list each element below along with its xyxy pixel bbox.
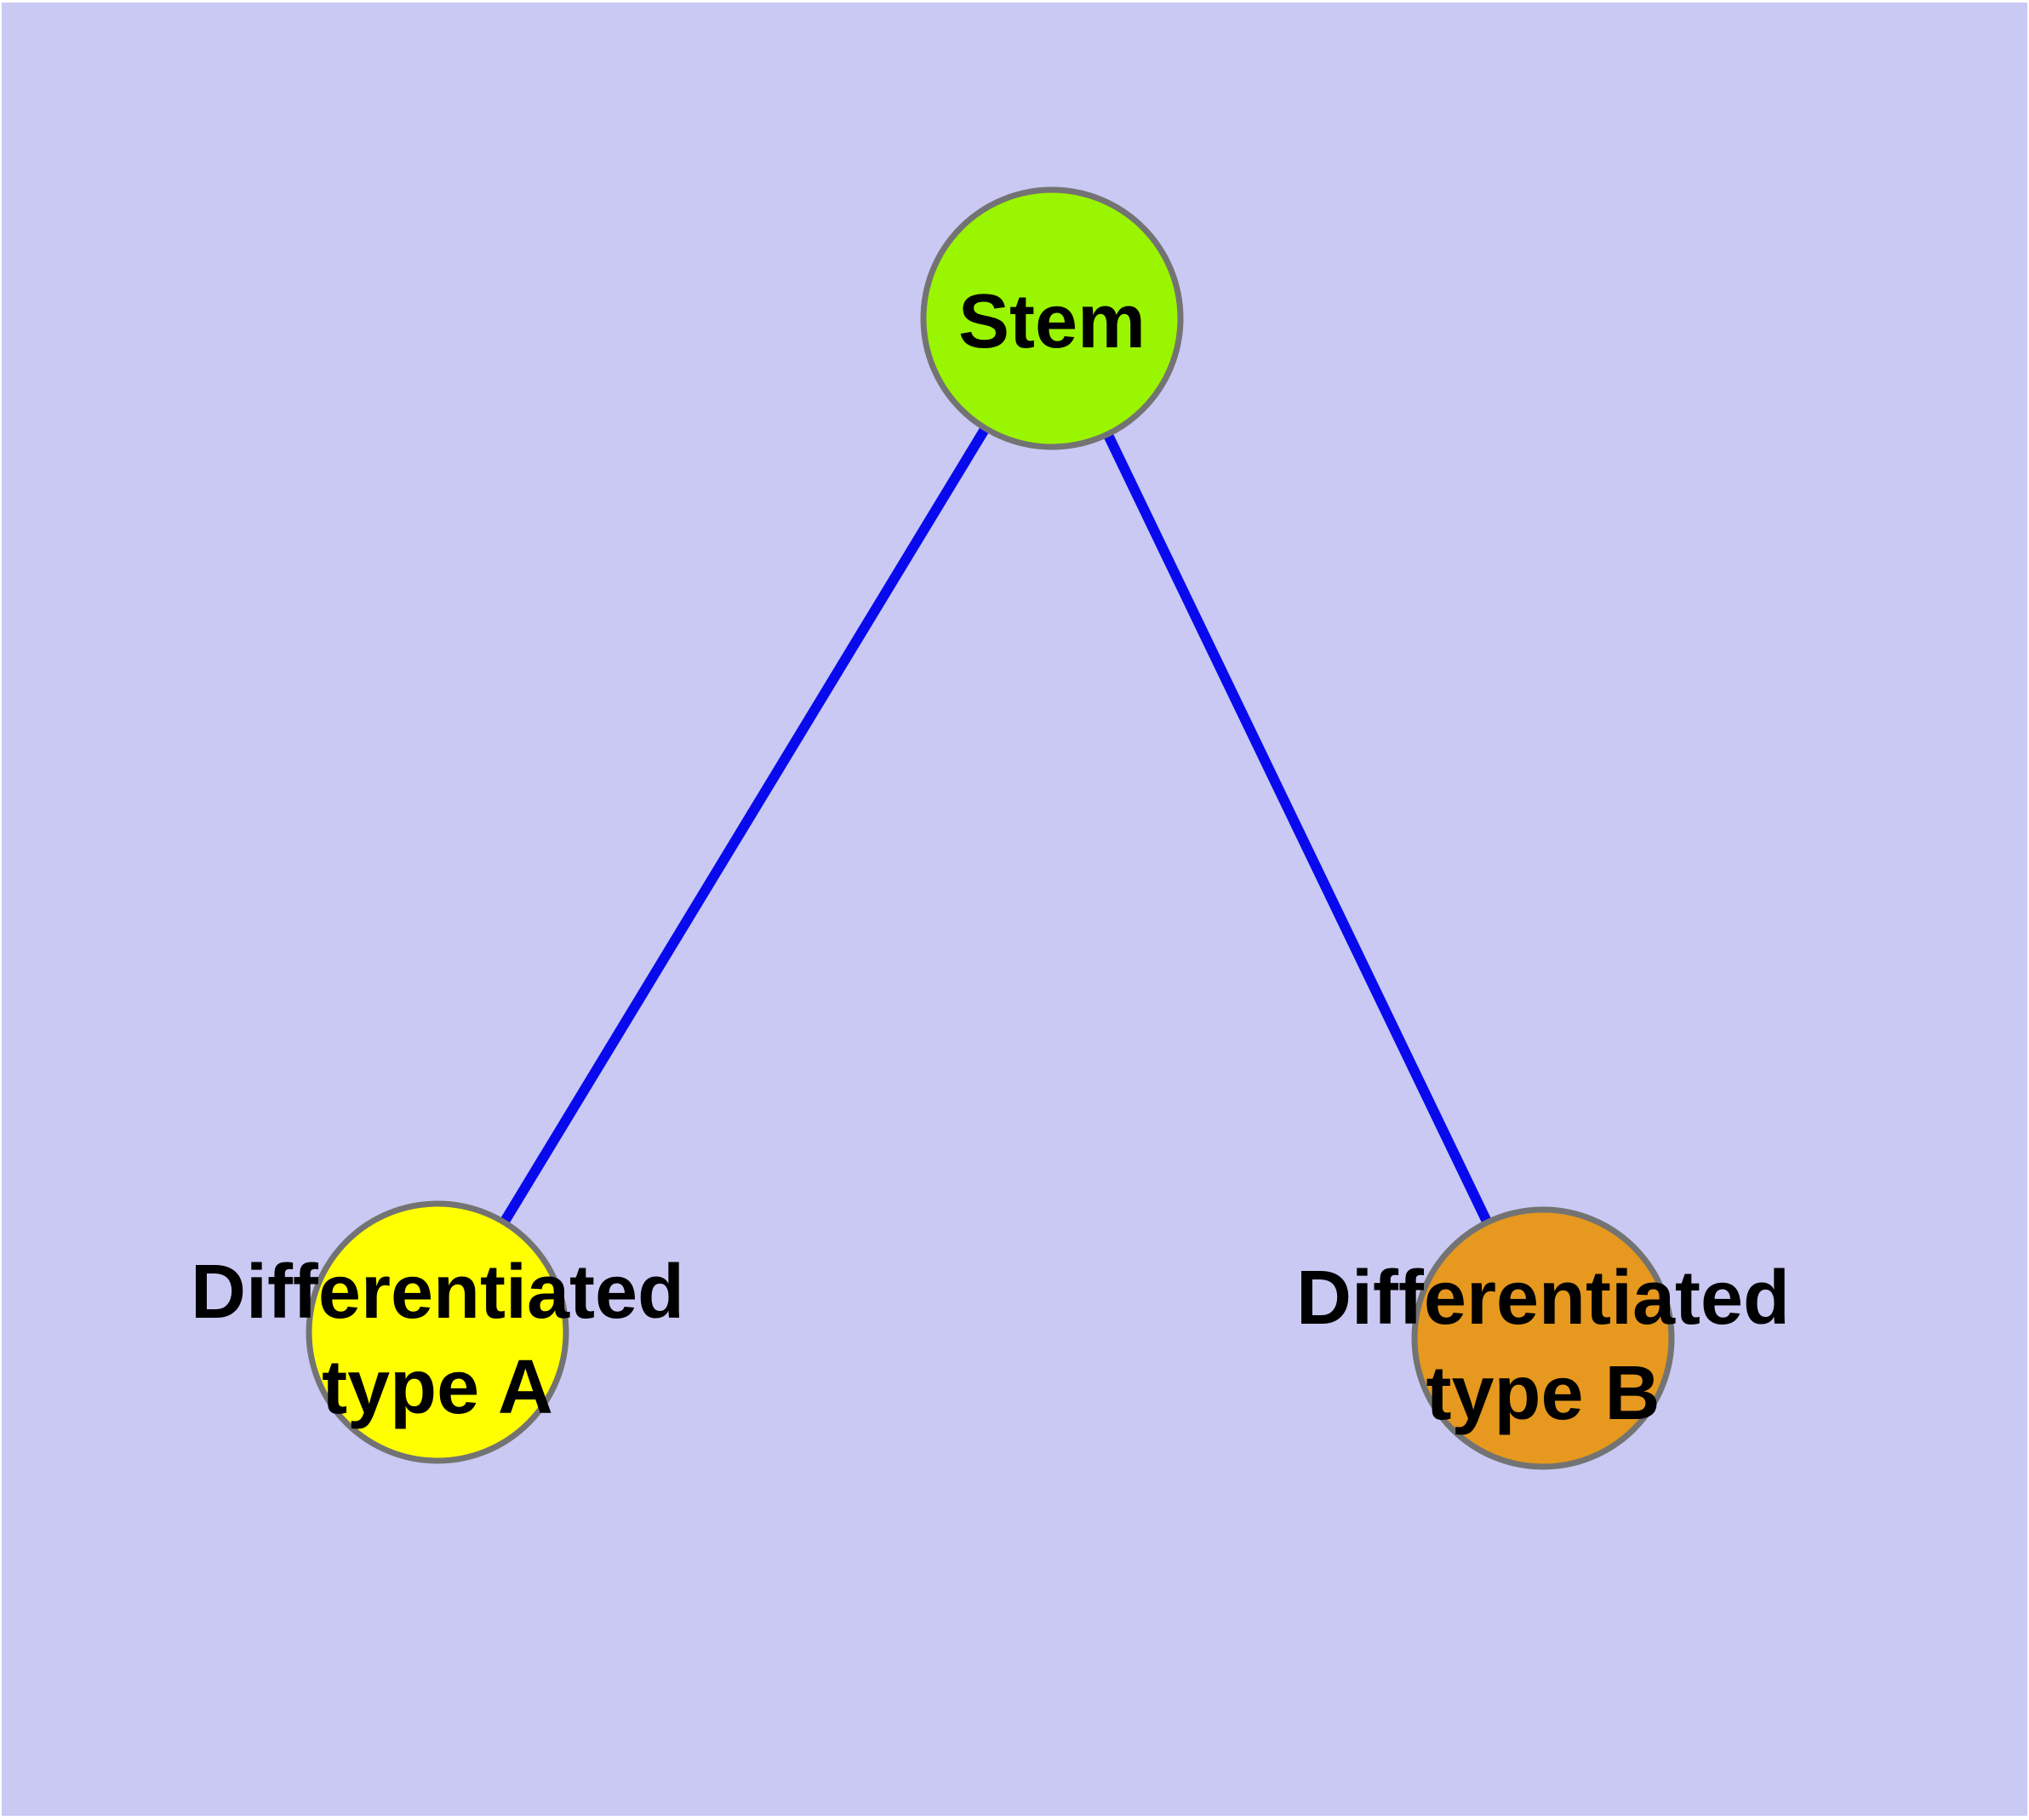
node-differentiated-type-a-label-line2: type A bbox=[322, 1345, 553, 1430]
node-differentiated-type-b-label-line1: Differentiated bbox=[1296, 1256, 1790, 1341]
edge-stem-to-type-a bbox=[432, 315, 1057, 1336]
edge-stem-to-type-b bbox=[1047, 316, 1548, 1341]
node-stem-circle bbox=[920, 186, 1184, 450]
node-stem-label: Stem bbox=[958, 279, 1146, 364]
node-differentiated-type-b-circle bbox=[1411, 1206, 1675, 1470]
node-differentiated-type-a-circle bbox=[306, 1200, 569, 1464]
node-differentiated-type-b-label-line2: type B bbox=[1426, 1351, 1660, 1436]
node-differentiated-type-a-label-line1: Differentiated bbox=[191, 1250, 684, 1335]
